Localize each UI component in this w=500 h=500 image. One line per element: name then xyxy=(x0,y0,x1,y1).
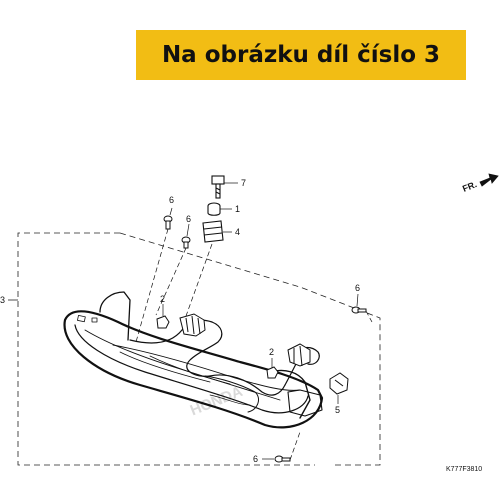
front-direction-label: FR. xyxy=(461,179,478,194)
clip-part-2-upper xyxy=(156,315,170,329)
bolt-part-7 xyxy=(211,175,225,199)
screw-part-6-bottom xyxy=(274,455,291,463)
callout-6-top-left: 6 xyxy=(169,195,174,205)
screw-part-6-right xyxy=(351,306,367,314)
connector-part-5 xyxy=(329,372,349,395)
callout-7: 7 xyxy=(241,178,246,188)
callout-2-lower: 2 xyxy=(269,347,274,357)
callout-6-bottom: 6 xyxy=(253,454,258,464)
callout-1: 1 xyxy=(235,204,240,214)
arrow-icon xyxy=(479,173,499,187)
collar-part-1 xyxy=(207,202,221,216)
callout-6-top-mid: 6 xyxy=(186,214,191,224)
grommet-part-4 xyxy=(202,220,224,243)
assembly-frame xyxy=(8,232,381,466)
headlight-housing xyxy=(63,291,324,429)
callout-5: 5 xyxy=(335,405,340,415)
diagram-code: K777F3810 xyxy=(446,466,482,473)
front-direction-marker: FR. xyxy=(461,173,499,194)
screw-part-6-top-1 xyxy=(163,215,173,230)
bulb-socket-upper xyxy=(179,313,206,337)
callout-3: 3 xyxy=(0,295,5,305)
bulb-socket-lower xyxy=(287,343,311,367)
banner-title: Na obrázku díl číslo 3 xyxy=(161,42,441,68)
callout-6-right: 6 xyxy=(355,283,360,293)
callout-2-upper: 2 xyxy=(160,294,165,304)
callout-4: 4 xyxy=(235,227,240,237)
part-banner: Na obrázku díl číslo 3 xyxy=(136,30,466,80)
clip-part-2-lower xyxy=(266,366,279,379)
leader-lines xyxy=(135,182,373,461)
screw-part-6-top-2 xyxy=(181,236,191,249)
